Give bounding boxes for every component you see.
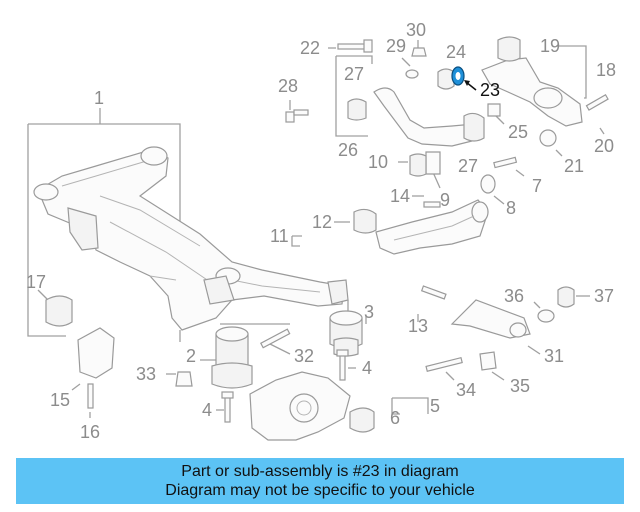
bolt-part-16	[87, 383, 94, 418]
bolt-part-20	[585, 93, 609, 135]
knuckle-part-5	[249, 371, 429, 441]
bushing-part-2	[179, 323, 290, 389]
bolt-part-13	[417, 285, 447, 322]
callout-30: 30	[406, 20, 426, 40]
callout-21: 21	[564, 156, 584, 176]
callout-28: 28	[278, 76, 298, 96]
washer-part-8	[480, 174, 505, 205]
callout-23-highlighted: 23	[480, 80, 500, 100]
callout-3: 3	[364, 302, 374, 322]
banner-disclaimer-text: Diagram may not be specific to your vehi…	[165, 482, 475, 499]
callout-19: 19	[540, 36, 560, 56]
banner-part-text: Part or sub-assembly is #23 in diagram	[181, 463, 459, 480]
nut-part-37	[557, 286, 590, 308]
callout-7: 7	[532, 176, 542, 196]
bushing-part-3	[329, 300, 367, 357]
bolt-part-22	[328, 39, 373, 53]
info-banner: Part or sub-assembly is #23 in diagram D…	[16, 458, 624, 504]
callout-33: 33	[136, 364, 156, 384]
bracket-part-9	[425, 151, 441, 189]
callout-25: 25	[508, 122, 528, 142]
callout-14: 14	[390, 186, 410, 206]
callout-18: 18	[596, 60, 616, 80]
washer-part-29	[401, 57, 419, 79]
callout-5: 5	[430, 396, 440, 416]
mount-part-15	[71, 327, 115, 391]
washer-part-36	[533, 301, 555, 323]
callout-27-top: 27	[344, 64, 364, 84]
callout-24: 24	[446, 42, 466, 62]
callout-37: 37	[594, 286, 614, 306]
bushing-part-24	[437, 68, 455, 90]
callout-4-right: 4	[362, 358, 372, 378]
bolt-part-32	[260, 328, 291, 355]
callout-34: 34	[456, 380, 476, 400]
callout-29: 29	[386, 36, 406, 56]
bolt-part-7	[493, 156, 525, 177]
callout-16: 16	[80, 422, 100, 442]
bushing-part-10	[398, 153, 427, 177]
bolt-part-4	[216, 349, 356, 423]
callout-1: 1	[94, 88, 104, 108]
callout-20: 20	[594, 136, 614, 156]
callout-10: 10	[368, 152, 388, 172]
callout-4-left: 4	[202, 400, 212, 420]
upper-arm-part-26	[335, 55, 485, 147]
callout-11: 11	[270, 226, 289, 246]
highlighted-part-23	[451, 66, 477, 91]
bolt-part-14	[412, 195, 441, 208]
callout-6: 6	[390, 408, 400, 428]
link-part-31	[450, 299, 541, 355]
bolt-part-34	[425, 356, 463, 381]
callout-9: 9	[440, 190, 450, 210]
callout-8: 8	[506, 198, 516, 218]
callout-13: 13	[408, 316, 428, 336]
callout-17: 17	[26, 272, 46, 292]
callout-35: 35	[510, 376, 530, 396]
callout-15: 15	[50, 390, 70, 410]
parts-diagram: 1 2 3 4 4 5 6 7 8 9 10 11 12 13 14 15 16…	[26, 20, 616, 442]
bushing-part-21	[539, 129, 563, 157]
bolt-part-25	[487, 103, 505, 125]
callout-12: 12	[312, 212, 332, 232]
callout-26: 26	[338, 140, 358, 160]
callout-2: 2	[186, 346, 196, 366]
nut-part-30	[411, 40, 427, 57]
callout-22: 22	[300, 38, 320, 58]
bolt-part-28	[285, 100, 309, 123]
lower-arm-part-11	[291, 199, 489, 255]
callout-36: 36	[504, 286, 524, 306]
nut-part-33	[166, 371, 193, 387]
callout-32: 32	[294, 346, 314, 366]
control-arm-part-18	[481, 36, 587, 127]
bushing-part-12	[334, 208, 377, 234]
bushing-part-17	[37, 289, 73, 327]
subframe-part	[27, 108, 349, 337]
callout-31: 31	[544, 346, 564, 366]
nut-part-35	[479, 351, 505, 381]
callout-27-bottom: 27	[458, 156, 478, 176]
